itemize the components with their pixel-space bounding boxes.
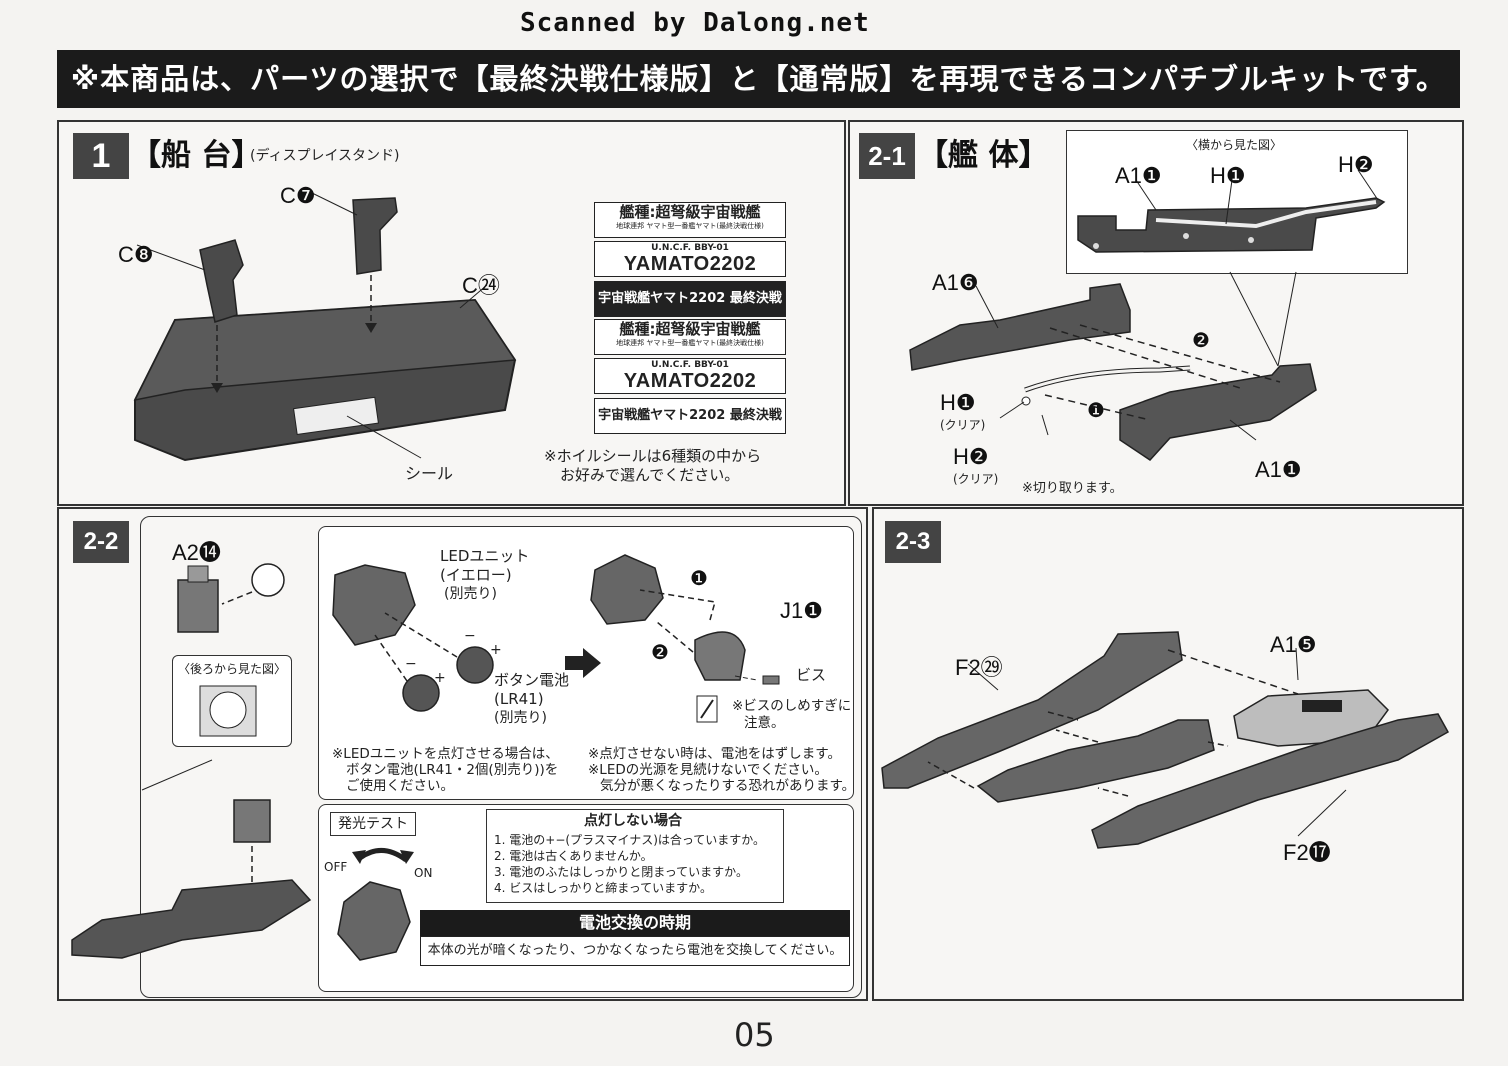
label-a1-6: A1❻ xyxy=(932,270,979,295)
battery-sold-label: (別売り) xyxy=(494,710,547,726)
inset-label-h2: H❷ xyxy=(1338,152,1374,177)
screw-label: ビス xyxy=(796,666,827,684)
scan-credit: Scanned by Dalong.net xyxy=(520,8,870,38)
a2-part-illustration xyxy=(177,563,285,633)
plus-mark-1: + xyxy=(490,642,502,658)
trouble-title: 点灯しない場合 xyxy=(584,813,682,829)
trouble-box xyxy=(486,809,784,903)
battery-type-label: (LR41) xyxy=(494,690,544,708)
light-test-illustration xyxy=(337,848,414,961)
step-2-2-badge: 2-2 xyxy=(73,521,129,563)
screw-note-2: 注意。 xyxy=(744,715,785,731)
light-test-label: 発光テスト xyxy=(330,812,416,836)
label-c8: C❽ xyxy=(118,242,154,267)
trouble-item-2: 2. 電池は古くありませんか。 xyxy=(494,849,653,863)
decal-5: U.N.C.F. BBY-01 YAMATO2202 xyxy=(594,358,786,394)
warn-note-2: ※LEDの光源を見続けないでください。 xyxy=(588,762,828,778)
decal-6: 宇宙戦艦ヤマト2202 最終決戦仕様 xyxy=(594,398,786,434)
led-note-2: ボタン電池(LR41・2個(別売り))を xyxy=(346,762,559,778)
trouble-item-1: 1. 電池の+−(プラスマイナス)は合っていますか。 xyxy=(494,833,766,847)
label-f2-29: F2㉙ xyxy=(955,655,1003,680)
decal-1: 艦種:超弩級宇宙戦艦 地球連邦 ヤマト型一番艦ヤマト(最終決戦仕様) xyxy=(594,202,786,238)
step-2-1-badge: 2-1 xyxy=(859,133,915,179)
battery-change-text: 本体の光が暗くなったり、つかなくなったら電池を交換してください。 xyxy=(420,936,850,966)
order-mark-1: ❶ xyxy=(1087,400,1105,422)
led-color-label: (イエロー) xyxy=(440,566,512,584)
led-unit-label: LEDユニット xyxy=(440,547,530,565)
warn-note-1: ※点灯させない時は、電池をはずします。 xyxy=(588,746,841,762)
trouble-item-3: 3. 電池のふたはしっかりと閉まっていますか。 xyxy=(494,865,748,879)
screw-note-1: ※ビスのしめすぎに xyxy=(732,698,852,714)
rear-view-caption: 〈後ろから見た図〉 xyxy=(178,662,287,676)
step-2-3-badge: 2-3 xyxy=(885,521,941,563)
label-c24: C㉔ xyxy=(462,273,500,298)
label-seal: シール xyxy=(405,464,454,483)
page-number: 05 xyxy=(734,1016,775,1054)
step-2-1-title: 【艦 体】 xyxy=(918,138,1049,173)
hull-assembly-illustration xyxy=(909,271,1317,461)
label-a1-5: A1❺ xyxy=(1270,632,1317,657)
label-c7: C❼ xyxy=(280,183,316,208)
order-mark-2-2-2: ❷ xyxy=(651,642,669,664)
battery-label: ボタン電池 xyxy=(494,671,570,689)
rear-view-illustration xyxy=(199,685,257,737)
led-note-3: ご使用ください。 xyxy=(346,778,454,794)
decal-note-line1: ※ホイルシールは6種類の中から xyxy=(544,447,762,465)
hull-led-illustration xyxy=(71,759,312,959)
decal-2: U.N.C.F. BBY-01 YAMATO2202 xyxy=(594,241,786,277)
cut-note: ※切り取ります。 xyxy=(1022,481,1123,496)
label-h1-clear: (クリア) xyxy=(940,418,986,432)
trouble-item-4: 4. ビスはしっかりと締まっていますか。 xyxy=(494,881,712,895)
label-a2-14: A2⓮ xyxy=(172,540,221,565)
label-j1-1: J1❶ xyxy=(780,598,823,623)
led-note-1: ※LEDユニットを点灯させる場合は、 xyxy=(332,746,559,762)
label-a1-1: A1❶ xyxy=(1255,457,1302,482)
off-label: OFF xyxy=(324,860,348,874)
decal-4: 艦種:超弩級宇宙戦艦 地球連邦 ヤマト型一番艦ヤマト(最終決戦仕様) xyxy=(594,319,786,355)
step-1-subtitle: (ディスプレイスタンド) xyxy=(250,148,400,164)
battery-cover-illustration xyxy=(590,554,780,723)
led-callout xyxy=(140,516,862,998)
label-f2-17: F2⓱ xyxy=(1283,840,1331,865)
plus-mark-2: + xyxy=(434,670,446,686)
on-label: ON xyxy=(414,866,433,880)
minus-mark-1: − xyxy=(464,628,476,644)
minus-mark-2: − xyxy=(405,656,417,672)
label-h2-clear: (クリア) xyxy=(953,472,999,486)
decal-3: 宇宙戦艦ヤマト2202 最終決戦仕様 xyxy=(594,281,786,317)
display-stand-illustration xyxy=(133,191,517,462)
side-panels-illustration xyxy=(881,631,1450,849)
order-mark-2: ❷ xyxy=(1192,330,1210,352)
inset-label-h1: H❶ xyxy=(1210,163,1246,188)
inset-label-a1-1: A1❶ xyxy=(1115,163,1162,188)
banner-notice: ※本商品は、パーツの選択で【最終決戦仕様版】と【通常版】を再現できるコンパチブル… xyxy=(57,50,1460,108)
battery-change-title: 電池交換の時期 xyxy=(420,910,850,936)
step-arrow xyxy=(565,648,601,678)
led-battery-illustration xyxy=(332,564,494,712)
label-h1: H❶ xyxy=(940,390,976,415)
warn-note-3: 気分が悪くなったりする恐れがあります。 xyxy=(600,778,856,794)
order-mark-2-2-1: ❶ xyxy=(690,568,708,590)
step-1-badge: 1 xyxy=(73,133,129,179)
step-1-title: 【船 台】 xyxy=(131,138,262,173)
side-view-illustration xyxy=(1077,169,1386,253)
side-view-caption: 〈横から見た図〉 xyxy=(1186,138,1283,152)
led-sold-label: (別売り) xyxy=(444,586,497,602)
label-h2: H❷ xyxy=(953,444,989,469)
decal-note-line2: お好みで選んでください。 xyxy=(560,466,740,484)
